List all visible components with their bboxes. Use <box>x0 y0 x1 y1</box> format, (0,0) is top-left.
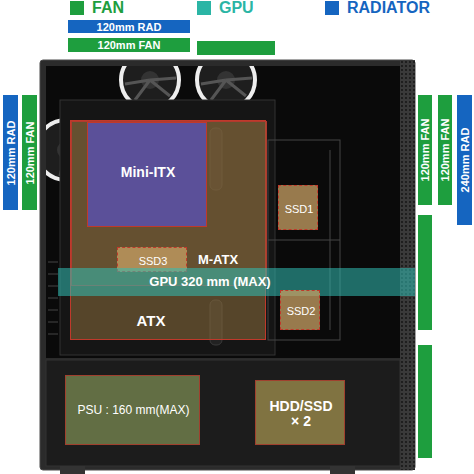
board-zone: ATX M-ATX Mini-ITX SSD3 <box>70 120 266 340</box>
legend-swatch <box>70 1 84 15</box>
case-interior <box>46 66 404 358</box>
drive-cage <box>268 140 340 340</box>
zone-label: SSD3 <box>139 254 168 266</box>
fan-bar <box>197 41 275 55</box>
fan-bar: 120mm FAN <box>22 95 37 210</box>
legend-swatch <box>325 1 339 15</box>
zone-label: SSD2 <box>287 305 316 317</box>
expansion-slots <box>48 262 58 334</box>
zone-label: PSU : 160 mm(MAX) <box>77 404 189 417</box>
radiator-bar: 120mm RAD <box>3 95 18 210</box>
size-label: 120mm RAD <box>4 120 16 185</box>
case-foot <box>330 466 355 474</box>
zone-label: 120mm FAN <box>98 39 161 51</box>
hdd-bay: HDD/SSD × 2 <box>255 380 345 445</box>
radiator-bar: 240mm RAD <box>457 95 472 225</box>
psu-shroud <box>46 360 400 466</box>
legend-swatch <box>197 1 211 15</box>
legend-label: FAN <box>92 0 124 17</box>
zone-label: GPU 320 mm (MAX) <box>149 275 270 289</box>
ssd-mount: SSD1 <box>278 185 318 230</box>
size-label: 120mm FAN <box>439 119 451 182</box>
radiator-bar: 120mm RAD <box>68 20 190 33</box>
zone-label: SSD1 <box>285 202 314 214</box>
psu-bay: PSU : 160 mm(MAX) <box>65 375 200 445</box>
case-body <box>40 60 415 470</box>
fan-bar <box>418 215 432 330</box>
legend-label: RADIATOR <box>347 0 430 17</box>
size-label: 120mm FAN <box>23 121 35 184</box>
legend-label: GPU <box>219 0 254 17</box>
size-label: 240mm RAD <box>458 128 470 193</box>
zone-label: Mini-ITX <box>121 165 175 180</box>
fan-bar: 120mm FAN <box>68 38 190 52</box>
zone-label: ATX <box>137 313 166 330</box>
board-zone: Mini-ITX <box>87 122 207 227</box>
fan-bar <box>418 345 432 458</box>
case-foot <box>60 466 85 474</box>
zone-label: HDD/SSD × 2 <box>268 398 334 429</box>
zone-label: M-ATX <box>198 253 238 267</box>
size-label: 120mm FAN <box>419 119 431 182</box>
front-mesh <box>400 60 415 470</box>
zone-label: 120mm RAD <box>97 20 162 32</box>
board-zone: M-ATX Mini-ITX SSD3 <box>71 121 267 286</box>
gpu-clearance: GPU 320 mm (MAX) <box>58 268 415 296</box>
motherboard-tray <box>60 100 275 355</box>
fan-bar: 120mm FAN <box>438 95 452 205</box>
fan-bar: 120mm FAN <box>418 95 432 205</box>
ssd-mount: SSD2 <box>280 290 320 330</box>
